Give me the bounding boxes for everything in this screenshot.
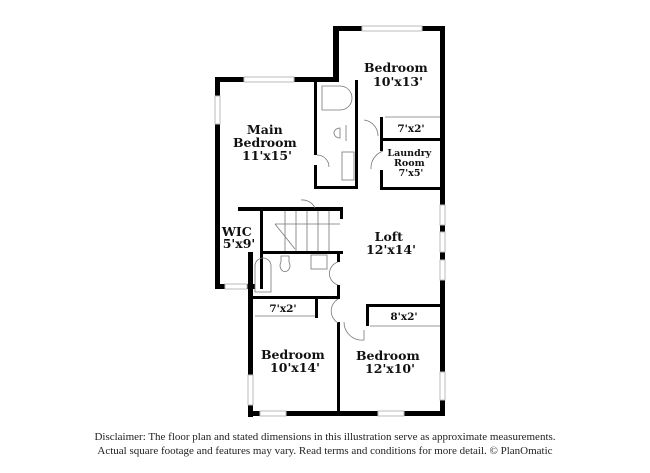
door-swing-icon [329, 261, 339, 286]
windows [214, 25, 446, 417]
room-laundry: Laundry Room 7'x5' [387, 148, 434, 179]
room-main-bedroom: Main Bedroom 11'x15' [233, 122, 301, 163]
door-swing-icon [370, 150, 384, 170]
bathtub-icon [254, 257, 272, 293]
door-swing-icon [343, 321, 365, 341]
door-swing-icon [363, 119, 379, 137]
fixtures [254, 85, 440, 341]
room-bedroom-bottom-left: Bedroom 10'x14' [261, 347, 329, 375]
sink-icon [341, 151, 355, 181]
room-closet-bottom-right: 8'x2' [390, 311, 417, 323]
toilet-icon [279, 255, 291, 272]
toilet-icon [333, 125, 347, 141]
stairs-icon [274, 211, 340, 251]
sink-icon [310, 254, 328, 270]
door-swing-icon [330, 298, 339, 324]
room-bedroom-top-right: Bedroom 10'x13' [364, 60, 432, 89]
room-closet-bottom-left: 7'x2' [269, 303, 296, 315]
door-swing-icon [316, 154, 330, 168]
door-swing-icon [300, 199, 316, 209]
disclaimer-line-2: Actual square footage and features may v… [97, 445, 553, 457]
room-bedroom-bottom-right: Bedroom 12'x10' [356, 348, 424, 376]
disclaimer-line-1: Disclaimer: The floor plan and stated di… [94, 431, 556, 443]
room-closet-top: 7'x2' [397, 123, 424, 135]
bathtub-icon [321, 85, 353, 111]
room-wic: WIC 5'x9' [221, 224, 256, 251]
room-loft: Loft 12'x14' [366, 229, 416, 257]
